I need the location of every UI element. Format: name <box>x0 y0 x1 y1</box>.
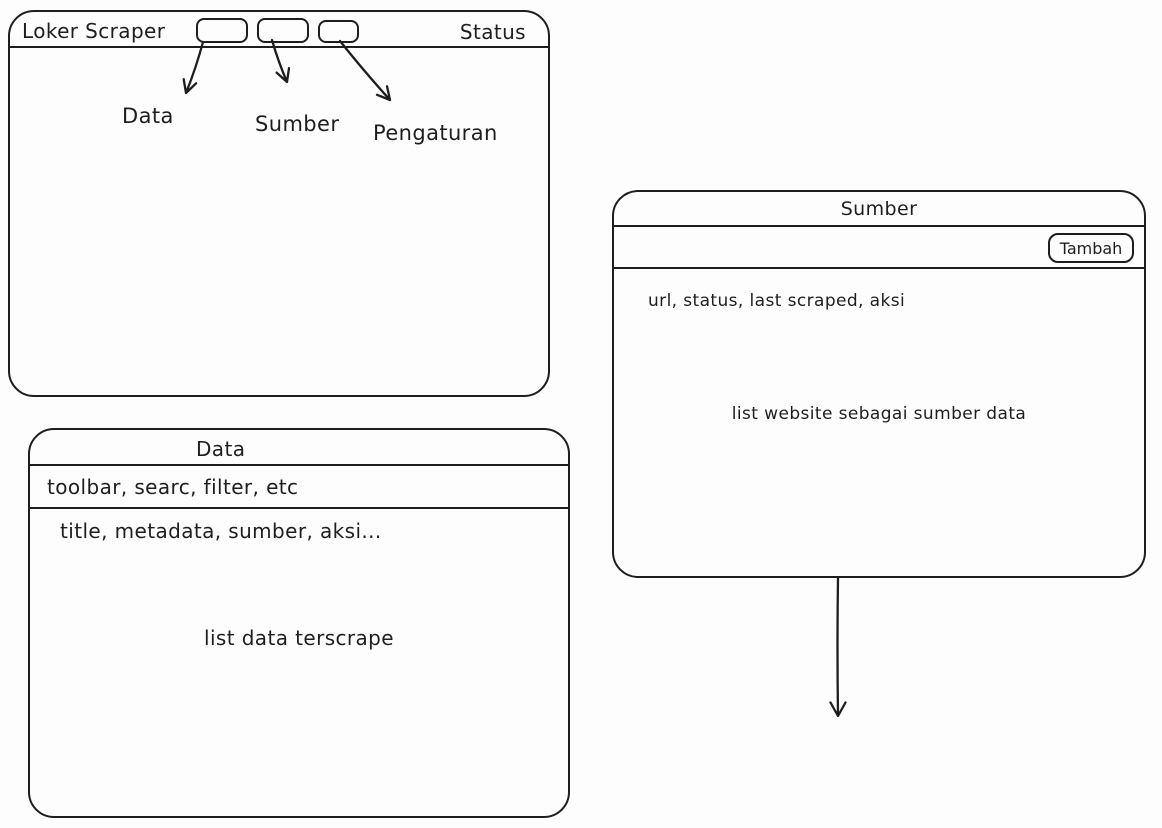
data-toolbar-hint: toolbar, searc, filter, etc <box>47 475 299 499</box>
arrow-sumber-window-down <box>829 576 847 718</box>
data-window-frame: Data toolbar, searc, filter, etc title, … <box>28 428 570 818</box>
sumber-toolbar-divider <box>614 267 1144 270</box>
tambah-button[interactable]: Tambah <box>1048 233 1134 263</box>
annotation-pengaturan: Pengaturan <box>373 121 498 145</box>
annotation-sumber: Sumber <box>255 112 340 136</box>
tab-data-placeholder[interactable] <box>196 18 248 43</box>
data-titlebar-divider <box>30 464 568 467</box>
sumber-window-frame: Sumber Tambah url, status, last scraped,… <box>612 190 1146 578</box>
data-columns-hint: title, metadata, sumber, aksi... <box>60 519 382 543</box>
data-toolbar-divider <box>30 507 568 510</box>
sumber-titlebar-divider <box>614 225 1144 228</box>
annotation-data: Data <box>122 104 174 128</box>
main-titlebar-divider <box>10 46 548 49</box>
sumber-window-title: Sumber <box>840 198 918 220</box>
data-body-hint: list data terscrape <box>203 626 394 650</box>
sumber-columns-hint: url, status, last scraped, aksi <box>648 291 906 311</box>
main-window-frame: Loker Scraper Status Data Sumber Pengatu… <box>8 10 550 397</box>
main-window-title: Loker Scraper <box>22 19 166 43</box>
tab-pengaturan-placeholder[interactable] <box>318 20 359 43</box>
data-window-title: Data <box>196 437 246 461</box>
sumber-body-hint: list website sebagai sumber data <box>731 404 1027 424</box>
tab-sumber-placeholder[interactable] <box>257 18 309 43</box>
status-label: Status <box>459 20 526 44</box>
tambah-button-label: Tambah <box>1059 238 1123 258</box>
